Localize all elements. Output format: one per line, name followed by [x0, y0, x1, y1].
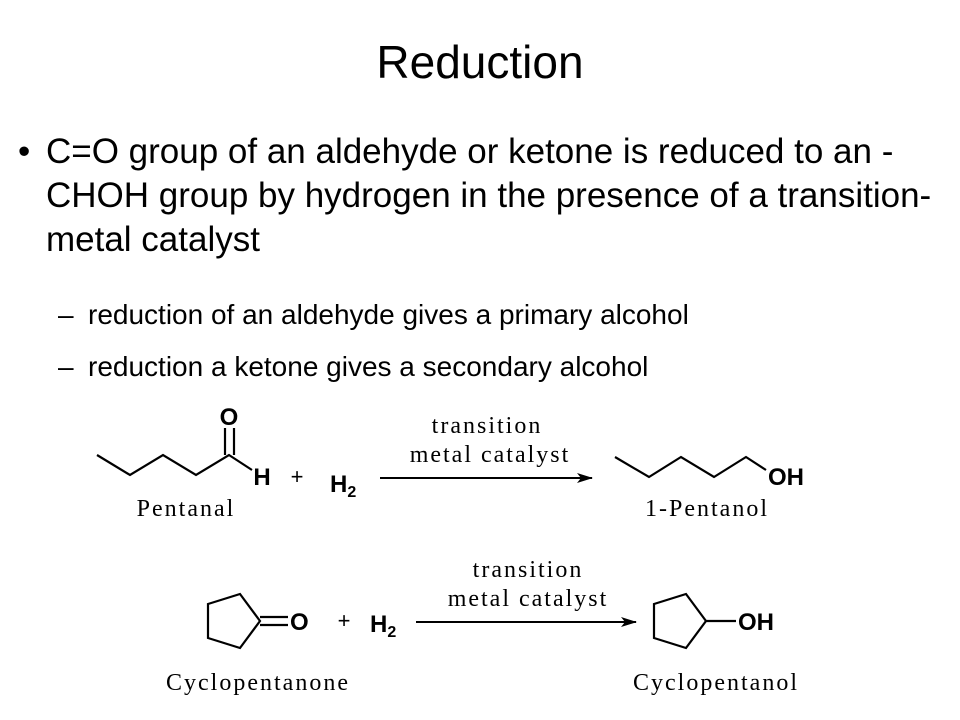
hydrogen-reagent: H2: [370, 611, 396, 641]
pentanol-skeleton: [614, 455, 767, 479]
catalyst-label-line1: transition: [432, 413, 543, 439]
pentanal-oxygen: O: [220, 404, 239, 431]
sub-bullet-aldehyde: – reduction of an aldehyde gives a prima…: [58, 298, 938, 332]
pentanol-hydroxyl: OH: [768, 464, 804, 491]
reaction-pentanal: O H + H2 Pentanal transition metal catal…: [96, 404, 804, 522]
bullet-marker: •: [18, 132, 31, 171]
catalyst-label-line2: metal catalyst: [410, 442, 571, 468]
cyclopentanol-label: Cyclopentanol: [633, 670, 799, 696]
catalyst-label-line1: transition: [473, 557, 584, 583]
reaction-cyclopentanone: O + H2 Cyclopentanone transition metal c…: [166, 557, 799, 696]
slide-title: Reduction: [376, 36, 584, 88]
sub-bullet-marker: –: [58, 351, 74, 382]
sub-bullet-text: reduction a ketone gives a secondary alc…: [88, 351, 649, 382]
bullet-text: C=O group of an aldehyde or ketone is re…: [46, 132, 932, 259]
pentanal-skeleton: [96, 453, 253, 477]
pentanal-label: Pentanal: [137, 496, 236, 522]
plus-sign: +: [338, 608, 351, 633]
pentanal-hydrogen: H: [253, 464, 270, 491]
plus-sign: +: [291, 464, 304, 489]
cyclopentanone-ring: [206, 592, 262, 650]
cyclopentanone-label: Cyclopentanone: [166, 670, 350, 696]
cyclopentanol-hydroxyl: OH: [738, 609, 774, 636]
catalyst-label-line2: metal catalyst: [448, 586, 609, 612]
pentanol-label: 1-Pentanol: [645, 496, 769, 522]
hydrogen-reagent: H2: [330, 471, 356, 501]
cyclopentanol-ring: [652, 592, 708, 650]
main-bullet: • C=O group of an aldehyde or ketone is …: [18, 130, 948, 262]
sub-bullet-ketone: – reduction a ketone gives a secondary a…: [58, 350, 938, 384]
sub-bullet-marker: –: [58, 299, 74, 330]
sub-bullet-text: reduction of an aldehyde gives a primary…: [88, 299, 689, 330]
cyclopentanone-oxygen: O: [290, 609, 309, 636]
